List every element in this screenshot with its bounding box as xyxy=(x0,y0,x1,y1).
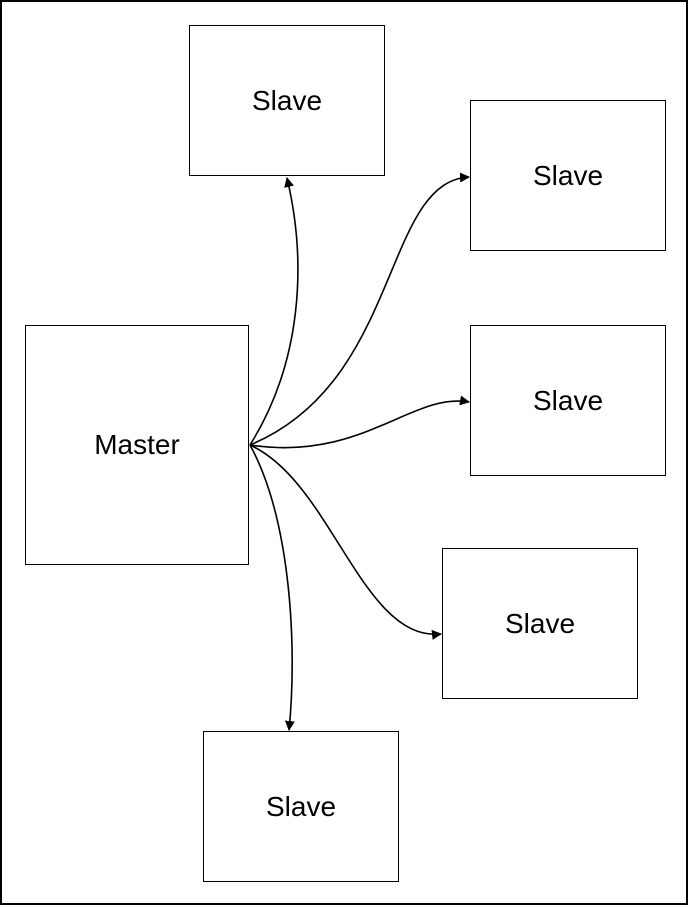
slave-label: Slave xyxy=(251,84,323,116)
edge-master-to-slave-1 xyxy=(249,177,299,446)
slave-label: Slave xyxy=(504,607,576,639)
edge-master-to-slave-4 xyxy=(249,444,442,640)
slave-label: Slave xyxy=(532,159,604,191)
slave-node-bottom: Slave xyxy=(203,731,399,882)
slave-node-upper-right: Slave xyxy=(470,100,666,251)
slave-node-right: Slave xyxy=(470,325,666,476)
slave-label: Slave xyxy=(265,790,337,822)
edge-master-to-slave-3 xyxy=(249,395,470,449)
master-node: Master xyxy=(25,325,249,565)
slave-label: Slave xyxy=(532,384,604,416)
edge-master-to-slave-5 xyxy=(249,444,295,731)
slave-node-top: Slave xyxy=(189,25,385,176)
slave-node-lower-right: Slave xyxy=(442,548,638,699)
edge-master-to-slave-2 xyxy=(249,172,470,446)
master-label: Master xyxy=(94,429,180,460)
